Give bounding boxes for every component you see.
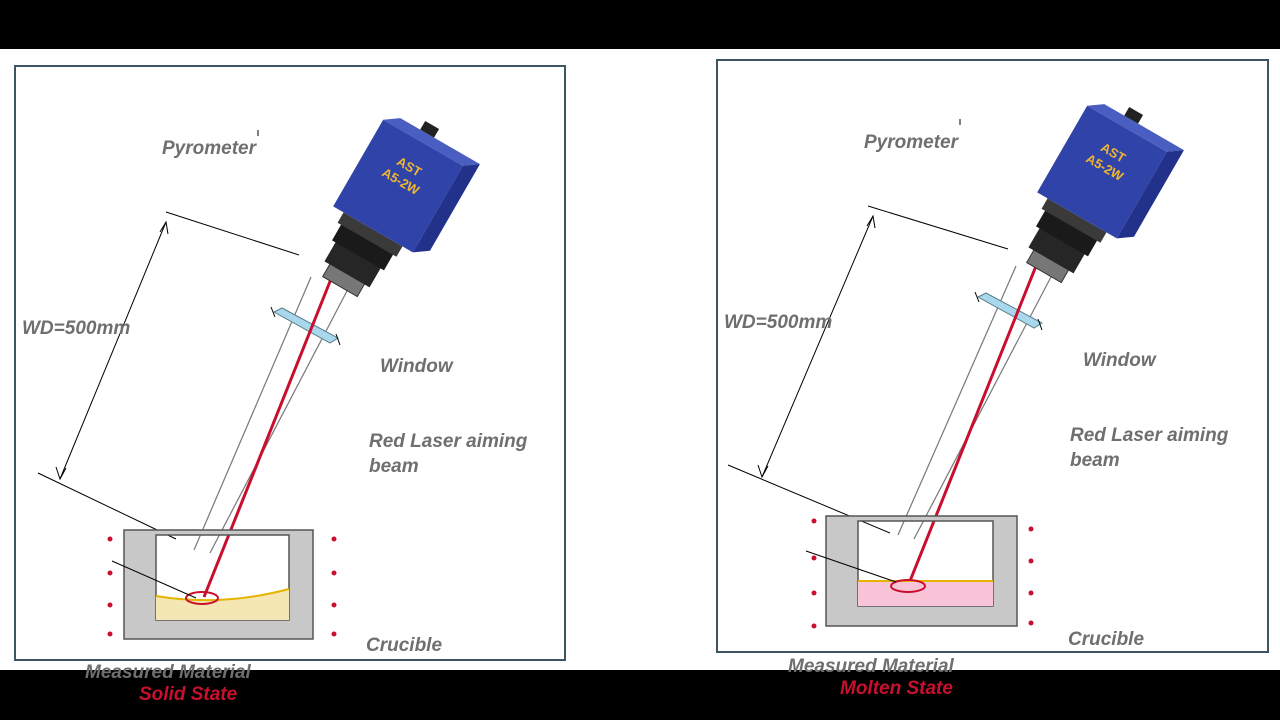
wd-label: WD=500mm (724, 312, 833, 333)
window-label: Window (380, 356, 453, 377)
window-label: Window (1083, 350, 1156, 371)
wd-dimension (37, 130, 300, 540)
heater-dot-icon (107, 536, 337, 637)
measured-material-label: Measured Material (788, 656, 954, 677)
heater-dot-icon (811, 518, 1034, 629)
state-label: Molten State (840, 678, 953, 699)
wd-label: WD=500mm (22, 318, 131, 339)
crucible-icon (123, 529, 314, 640)
red-laser-beam (202, 278, 333, 598)
measured-material-label: Measured Material (85, 662, 251, 683)
diagram-right-graphic: AST A5-2W (727, 104, 1184, 629)
measurement-spot (185, 591, 219, 605)
diagram-left-graphic: AST A5-2W (37, 118, 480, 640)
pyrometer-camera-icon: AST A5-2W (321, 118, 480, 298)
crucible-label: Crucible (366, 635, 443, 656)
panel-molten-state: AST A5-2W Pyrometer WD=500mm Window Red … (716, 59, 1269, 699)
beam-cone (193, 276, 349, 554)
beam-cone (897, 265, 1053, 540)
panel-solid-state: AST A5-2W Pyrometer WD=500mm Window Red … (14, 65, 566, 705)
laser-label-line2: beam (1070, 450, 1120, 471)
laser-label-line2: beam (369, 456, 419, 477)
measurement-spot (890, 579, 926, 593)
diagram-canvas: AST A5-2W Pyrometer WD=500mm Window Red … (0, 49, 1280, 705)
crucible-icon (825, 515, 1018, 627)
pyrometer-camera-icon: AST A5-2W (1025, 104, 1184, 284)
laser-label-line1: Red Laser aiming (369, 431, 528, 452)
window-glass (974, 291, 1043, 331)
crucible-label: Crucible (1068, 629, 1145, 650)
pyrometer-label: Pyrometer (864, 132, 958, 153)
window-glass (270, 306, 341, 346)
laser-label-line1: Red Laser aiming (1070, 425, 1229, 446)
state-label: Solid State (139, 684, 238, 705)
red-laser-beam (906, 265, 1038, 587)
pyrometer-label: Pyrometer (162, 138, 256, 159)
